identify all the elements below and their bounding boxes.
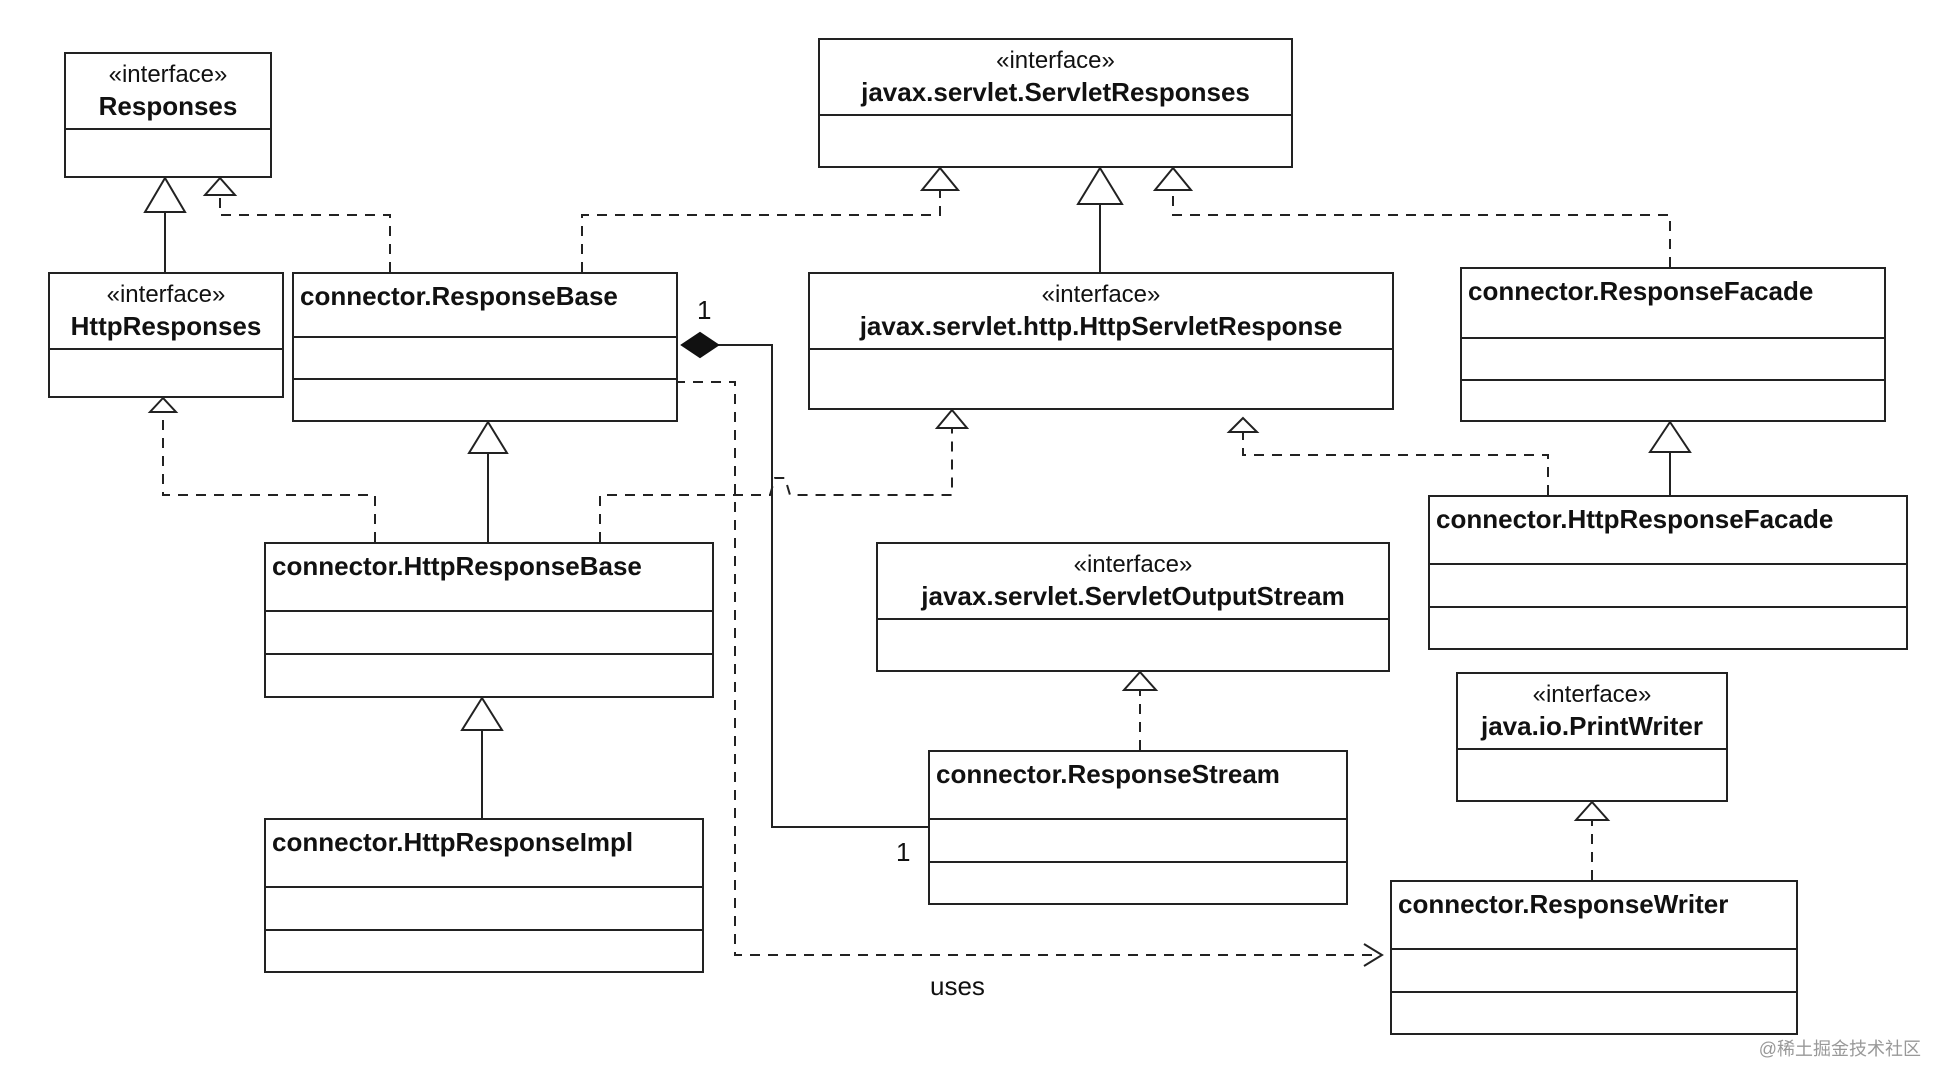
methods-compartment <box>266 655 712 696</box>
class-response-stream[interactable]: connector.ResponseStream <box>928 750 1348 905</box>
attributes-compartment <box>294 338 676 380</box>
class-servlet-output-stream[interactable]: «interface» javax.servlet.ServletOutputS… <box>876 542 1390 672</box>
realize-responsefacade-servletresponses <box>1172 190 1671 267</box>
stereotype-label: «interface» <box>1073 551 1193 578</box>
class-response-facade[interactable]: connector.ResponseFacade <box>1460 267 1886 422</box>
realize-httpresponsefacade-httpservletresponse <box>1242 432 1549 495</box>
class-name: javax.servlet.ServletOutputStream <box>921 581 1345 611</box>
class-name: connector.ResponseWriter <box>1398 889 1729 919</box>
attributes-compartment <box>266 888 702 931</box>
class-http-response-base[interactable]: connector.HttpResponseBase <box>264 542 714 698</box>
triangle-httpresponsebase <box>460 696 504 731</box>
multiplicity-label-stream: 1 <box>896 837 911 867</box>
class-servlet-responses[interactable]: «interface» javax.servlet.ServletRespons… <box>818 38 1293 168</box>
class-header: connector.HttpResponseImpl <box>266 820 702 888</box>
attributes-compartment <box>1462 339 1884 381</box>
class-name: java.io.PrintWriter <box>1480 711 1704 741</box>
class-header: «interface» java.io.PrintWriter <box>1458 674 1726 750</box>
triangle-servletresponses-center <box>1076 166 1124 205</box>
triangle-printwriter <box>1573 800 1611 821</box>
multiplicity-label-base: 1 <box>697 295 712 325</box>
realize-responsebase-servletresponses <box>581 190 941 272</box>
uses-label: uses <box>930 971 985 1001</box>
class-responses[interactable]: «interface» Responses <box>64 52 272 178</box>
class-name: HttpResponses <box>70 311 262 341</box>
class-header: «interface» Responses <box>66 54 270 130</box>
attributes-compartment <box>810 350 1392 408</box>
class-name: connector.HttpResponseBase <box>272 551 642 581</box>
methods-compartment <box>266 931 702 972</box>
triangle-servletresponses-right <box>1152 166 1194 191</box>
stereotype-label: «interface» <box>996 47 1115 74</box>
class-response-base[interactable]: connector.ResponseBase <box>292 272 678 422</box>
triangle-servletoutputstream <box>1121 670 1159 691</box>
class-header: connector.ResponseStream <box>930 752 1346 820</box>
attributes-compartment <box>878 620 1388 670</box>
class-name: javax.servlet.ServletResponses <box>861 77 1250 107</box>
class-header: connector.ResponseFacade <box>1462 269 1884 339</box>
triangle-responses <box>143 176 187 213</box>
class-name: Responses <box>98 91 238 121</box>
methods-compartment <box>294 380 676 420</box>
class-header: connector.HttpResponseFacade <box>1430 497 1906 565</box>
class-name: connector.ResponseStream <box>936 759 1280 789</box>
triangle-responsebase <box>467 420 509 454</box>
composition-diamond <box>680 331 720 359</box>
attributes-compartment <box>50 350 282 396</box>
class-name: connector.HttpResponseFacade <box>1436 504 1834 534</box>
triangle-responses-realize <box>202 176 238 196</box>
class-name: connector.ResponseFacade <box>1468 276 1814 306</box>
attributes-compartment <box>1458 750 1726 800</box>
attributes-compartment <box>1430 565 1906 608</box>
triangle-httpservletresponse-right <box>1226 416 1260 433</box>
class-http-responses[interactable]: «interface» HttpResponses <box>48 272 284 398</box>
methods-compartment <box>1392 993 1796 1034</box>
class-http-response-impl[interactable]: connector.HttpResponseImpl <box>264 818 704 973</box>
class-response-writer[interactable]: connector.ResponseWriter <box>1390 880 1798 1035</box>
attributes-compartment <box>930 820 1346 863</box>
class-header: connector.HttpResponseBase <box>266 544 712 612</box>
triangle-servletresponses-left <box>919 166 961 191</box>
triangle-httpservletresponse-left <box>934 408 970 429</box>
stereotype-label: «interface» <box>108 61 228 88</box>
realize-httpresponsebase-httpresponses <box>162 412 376 542</box>
triangle-responsefacade <box>1648 420 1692 453</box>
class-http-response-facade[interactable]: connector.HttpResponseFacade <box>1428 495 1908 650</box>
composition-responsebase-responsestream <box>718 344 928 828</box>
class-header: connector.ResponseBase <box>294 274 676 338</box>
dependency-arrowhead <box>1363 943 1384 967</box>
class-header: «interface» HttpResponses <box>50 274 282 350</box>
class-http-servlet-response[interactable]: «interface» javax.servlet.http.HttpServl… <box>808 272 1394 410</box>
realize-responsebase-responses <box>219 195 391 272</box>
class-print-writer[interactable]: «interface» java.io.PrintWriter <box>1456 672 1728 802</box>
class-header: «interface» javax.servlet.ServletRespons… <box>820 40 1291 116</box>
watermark: @稀土掘金技术社区 <box>1758 1039 1921 1059</box>
stereotype-label: «interface» <box>1041 281 1161 308</box>
stereotype-label: «interface» <box>106 281 226 308</box>
methods-compartment <box>1430 608 1906 649</box>
dependency-responsebase-responsewriter <box>675 381 1380 956</box>
class-header: «interface» javax.servlet.ServletOutputS… <box>878 544 1388 620</box>
attributes-compartment <box>266 612 712 655</box>
realize-httpresponsebase-httpservletresponse <box>599 428 953 542</box>
attributes-compartment <box>66 130 270 176</box>
methods-compartment <box>1462 381 1884 421</box>
triangle-httpresponses <box>147 396 179 413</box>
attributes-compartment <box>820 116 1291 166</box>
attributes-compartment <box>1392 950 1796 993</box>
class-header: «interface» javax.servlet.http.HttpServl… <box>810 274 1392 350</box>
class-name: connector.ResponseBase <box>300 281 618 311</box>
methods-compartment <box>930 863 1346 904</box>
stereotype-label: «interface» <box>1532 681 1652 708</box>
class-name: javax.servlet.http.HttpServletResponse <box>859 311 1343 341</box>
class-header: connector.ResponseWriter <box>1392 882 1796 950</box>
class-name: connector.HttpResponseImpl <box>272 827 634 857</box>
